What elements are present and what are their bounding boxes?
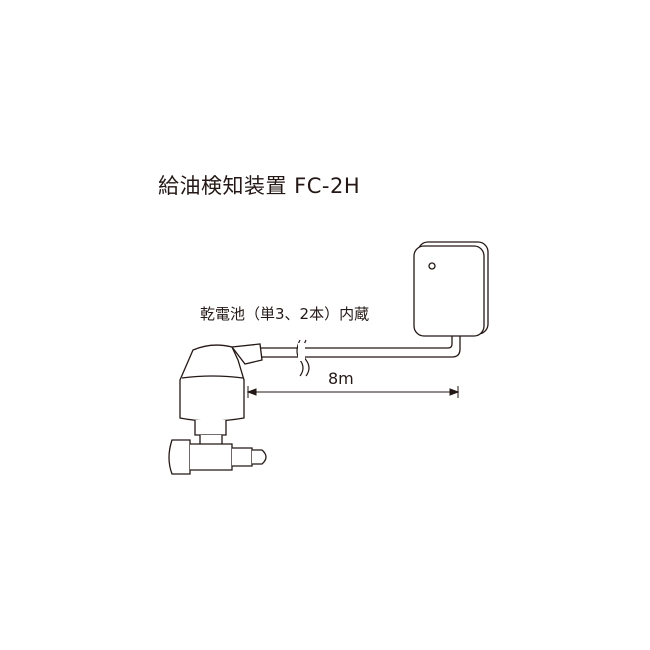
dimension-line xyxy=(246,386,460,398)
battery-label: 乾電池（単3、2本）内蔵 xyxy=(200,305,370,323)
cable xyxy=(260,336,461,377)
sensor-valve-unit xyxy=(168,343,267,475)
cable-length-label: 8m xyxy=(328,369,354,388)
product-title: 給油検知装置 FC-2H xyxy=(158,174,361,198)
receiver-box xyxy=(413,241,489,337)
